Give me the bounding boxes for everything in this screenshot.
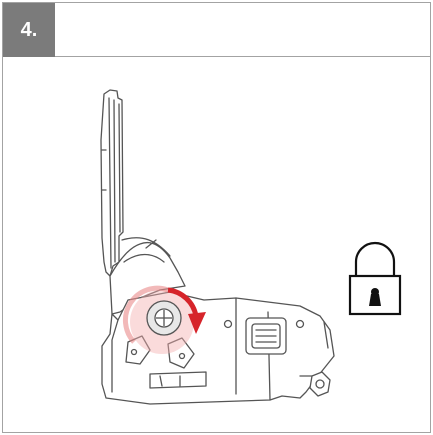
step-number: 4. [3,3,55,57]
hinge-bracket [109,237,186,315]
vertical-arm [100,89,124,277]
step-header: 4. [3,3,430,57]
padlock-locked-icon [348,241,402,316]
slide-window [245,317,287,355]
hex-knob [309,371,331,397]
pivot-disk [146,300,182,336]
mounting-holes [223,319,305,329]
